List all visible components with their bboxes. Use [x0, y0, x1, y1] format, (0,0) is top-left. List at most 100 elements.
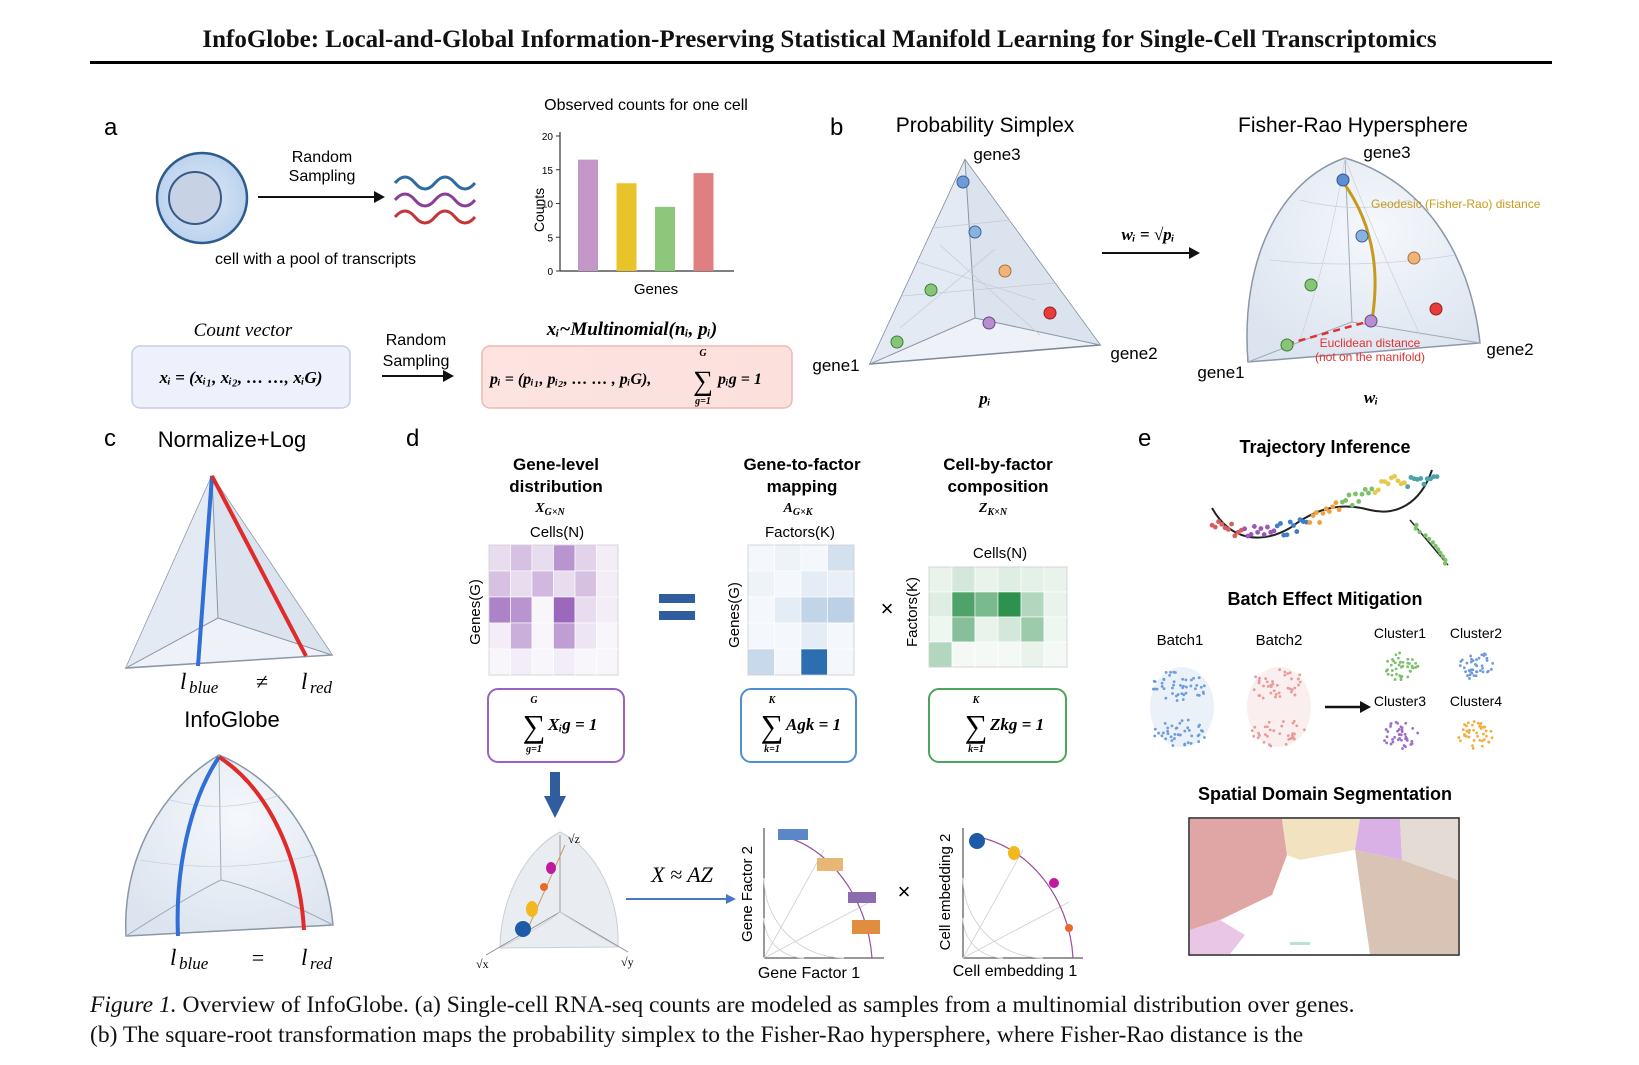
scatter-point	[1468, 728, 1471, 732]
trajectory-point	[1433, 543, 1438, 549]
trajectory-point	[1369, 486, 1375, 492]
scatter-point	[1171, 692, 1174, 695]
scatter-point	[1475, 658, 1478, 662]
scatter-point	[1286, 686, 1290, 690]
figure-label: Figure 1.	[90, 992, 177, 1018]
scatter-point	[1396, 738, 1400, 742]
scatter-point	[1183, 742, 1187, 746]
trajectory-point	[1359, 491, 1365, 497]
scatter-point	[1458, 739, 1462, 743]
svg-text:Zkg = 1: Zkg = 1	[989, 715, 1044, 734]
scatter-point	[1253, 725, 1257, 729]
cell-embedding-plot	[962, 828, 1083, 959]
count-vector-box	[131, 345, 351, 409]
scatter-point	[1170, 724, 1174, 728]
scatter-point	[1469, 654, 1473, 658]
sum-top: G	[699, 348, 707, 359]
scatter-point	[1262, 741, 1266, 744]
trajectory-point	[1405, 484, 1411, 490]
arrow-down-icon	[544, 772, 566, 818]
scatter-point	[1402, 744, 1406, 747]
trajectory-point	[1414, 522, 1419, 528]
gene-factor-2-label: Gene Factor 2	[739, 846, 756, 942]
scatter-point	[1411, 666, 1415, 670]
scatter-point	[1414, 661, 1418, 665]
cluster-scatter	[1383, 651, 1495, 750]
scatter-point	[1480, 739, 1484, 743]
col2-axis-left: Genes(G)	[726, 582, 743, 648]
trajectory-point	[1366, 490, 1371, 496]
scatter-point	[1190, 734, 1194, 738]
col1-axis-top: Cells(N)	[530, 524, 584, 541]
scatter-point	[1252, 688, 1256, 692]
constraint-box-z: K ∑ k=1 Zkg = 1	[928, 688, 1067, 763]
scatter-point	[1169, 735, 1173, 739]
scatter-point	[1283, 673, 1287, 677]
scatter-point	[1166, 732, 1170, 736]
simplex-diagram	[124, 474, 334, 669]
scatter-point	[1474, 670, 1478, 674]
scatter-point	[1162, 687, 1166, 691]
trajectory-point	[1313, 510, 1319, 515]
scatter-point	[1416, 664, 1420, 668]
scatter-point	[1395, 672, 1398, 676]
scatter-point	[1268, 728, 1272, 732]
col3-axis-top: Cells(N)	[973, 545, 1027, 562]
scatter-point	[1290, 688, 1294, 692]
trajectory-point	[1310, 513, 1316, 519]
scatter-point	[1175, 699, 1179, 702]
scatter-point	[1189, 684, 1193, 688]
svg-text:l: l	[170, 945, 176, 970]
map-formula: wᵢ = √pᵢ	[1121, 225, 1174, 244]
scatter-point	[1265, 725, 1269, 729]
scatter-point	[1183, 729, 1187, 733]
scatter-point	[1470, 723, 1474, 727]
scatter-point	[1160, 681, 1164, 685]
scatter-point	[1180, 692, 1184, 696]
chart-y-tick-label: 0	[547, 267, 553, 278]
scatter-point	[1472, 728, 1476, 732]
scatter-point	[1477, 656, 1481, 660]
sphere-gene1: gene1	[1197, 363, 1244, 382]
scatter-point	[1271, 682, 1275, 686]
svg-text:red: red	[310, 678, 333, 697]
scatter-point	[1277, 691, 1281, 695]
scatter-point	[1478, 669, 1482, 673]
svg-text:blue: blue	[179, 954, 209, 973]
sigma-icon: ∑	[693, 366, 713, 397]
scatter-point	[1172, 680, 1176, 684]
scatter-point	[1163, 722, 1167, 725]
scatter-point	[1275, 683, 1279, 687]
svg-text:l: l	[301, 669, 307, 694]
trajectory-point	[1375, 487, 1381, 493]
scatter-point	[1399, 660, 1402, 664]
equals-icon	[659, 594, 695, 620]
trajectory-point	[1385, 481, 1391, 487]
trajectory-point	[1216, 519, 1221, 525]
spatial-segmentation-map	[1188, 817, 1460, 956]
scatter-point	[1173, 733, 1177, 736]
chart-bar	[655, 206, 675, 271]
arrow-right-icon	[1325, 701, 1371, 713]
trajectory-point	[1229, 521, 1234, 527]
scatter-point	[1272, 689, 1276, 693]
scatter-point	[1160, 734, 1164, 738]
scatter-point	[1482, 738, 1486, 741]
scatter-point	[1410, 739, 1414, 743]
batch-title: Batch Effect Mitigation	[1227, 589, 1422, 609]
simplex-gene3: gene3	[973, 145, 1020, 164]
multinomial-title: xᵢ~Multinomial(nᵢ, pᵢ)	[546, 319, 717, 340]
panel-d-label: d	[406, 425, 419, 452]
scatter-point	[1290, 677, 1293, 681]
chart-title: Observed counts for one cell	[544, 97, 748, 114]
scatter-point	[1263, 733, 1267, 736]
scatter-point	[1465, 724, 1468, 728]
scatter-point	[1461, 728, 1465, 732]
cluster2-label: Cluster2	[1450, 625, 1502, 641]
trajectory-point	[1442, 561, 1448, 566]
scatter-point	[1278, 668, 1282, 672]
scatter-point	[1391, 658, 1394, 661]
col3-axis-left: Factors(K)	[904, 577, 921, 647]
normalize-log-title: Normalize+Log	[158, 427, 307, 452]
scatter-point	[1171, 686, 1174, 690]
